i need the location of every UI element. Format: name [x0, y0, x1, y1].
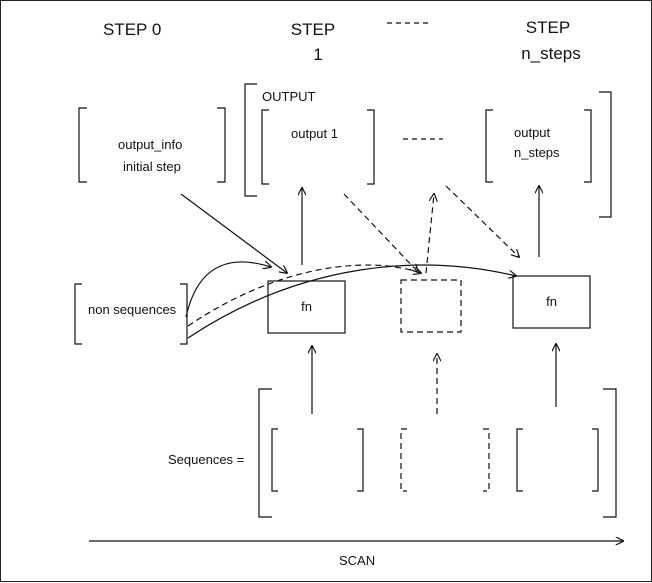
sequence-1-bracket-left	[271, 428, 278, 492]
output-group-bracket-right	[599, 91, 612, 218]
output-1-bracket-right	[367, 109, 375, 185]
arrow-fn-mid-to-output-dashed	[425, 194, 434, 274]
sequence-mid-bracket-left	[400, 428, 407, 492]
output-1-bracket-left	[261, 109, 269, 185]
sequences-outer-bracket-right	[603, 388, 617, 518]
output-info-label: output_info	[118, 137, 183, 152]
sequence-mid-bracket-right	[483, 428, 490, 492]
sequences-outer-bracket-left	[258, 388, 272, 518]
header-step-1-number: 1	[313, 45, 323, 64]
initial-step-label: initial step	[123, 159, 181, 174]
fn-box-stepn	[512, 275, 591, 329]
scan-label: SCAN	[339, 553, 376, 568]
output-info-bracket-left	[78, 107, 87, 183]
output-group-label: OUTPUT	[262, 89, 316, 104]
header-step-n-label: n_steps	[521, 44, 581, 63]
arrow-initial-to-fn1	[180, 193, 287, 273]
arrow-output1-to-fn-mid-dashed	[343, 193, 418, 272]
non-sequences-bracket-left	[74, 283, 82, 345]
output-n-bracket-right	[584, 109, 592, 183]
output-1-label: output 1	[291, 126, 338, 141]
sequences-label: Sequences =	[168, 452, 245, 467]
header-step-1-title: STEP	[290, 20, 336, 39]
fn-box-step1	[267, 280, 346, 334]
sequence-n-bracket-left	[516, 428, 523, 492]
sequence-n-bracket-right	[592, 428, 599, 492]
non-sequences-bracket-right	[180, 283, 188, 345]
output-n-label-line1: output	[514, 125, 551, 140]
output-n-label-line2: n_steps	[514, 145, 560, 160]
header-step-0: STEP 0	[103, 20, 162, 39]
fn-step1-label: fn	[301, 299, 312, 314]
arrow-nonseq-to-fn1-curve	[185, 262, 271, 318]
fn-stepn-label: fn	[546, 294, 557, 309]
sequence-1-bracket-right	[357, 428, 364, 492]
arrow-nonseq-to-fnn-curve	[187, 264, 516, 339]
output-group-bracket-left	[244, 83, 257, 197]
arrow-nonseq-to-fn-mid-dashed	[187, 264, 421, 327]
output-info-bracket-right	[217, 107, 226, 183]
header-step-n-title: STEP	[525, 18, 571, 37]
non-sequences-label: non sequences	[88, 302, 177, 317]
fn-box-intermediate	[400, 279, 462, 333]
arrow-output-mid-to-fnn-dashed	[445, 185, 519, 257]
output-n-bracket-left	[485, 109, 493, 183]
